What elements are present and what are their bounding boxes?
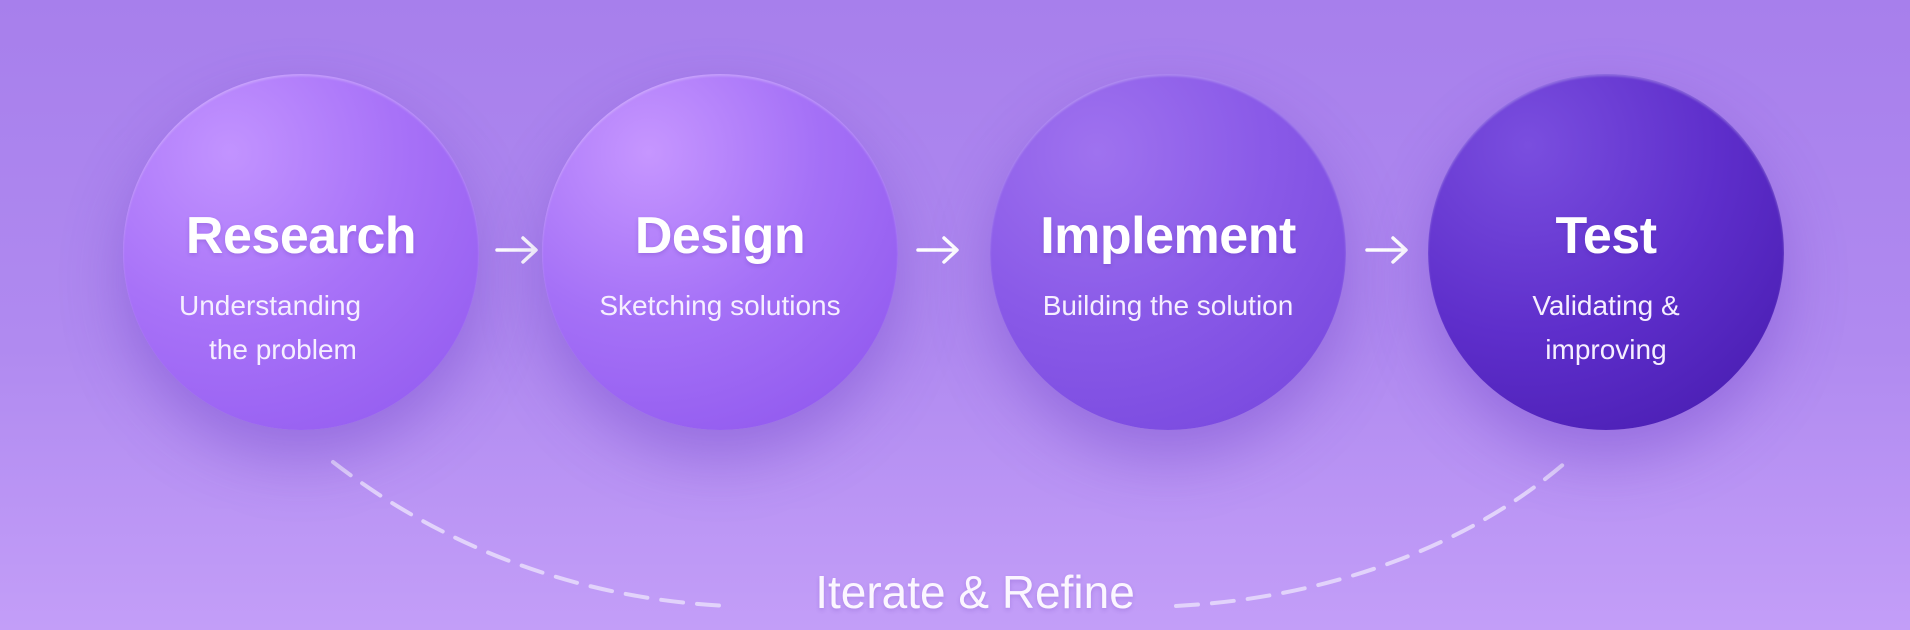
- step-subtitle: Validating & improving: [1532, 290, 1680, 365]
- step-implement: Implement Building the solution: [990, 74, 1346, 430]
- step-title: Implement: [1040, 207, 1296, 265]
- arrow-right-icon: [916, 236, 959, 264]
- step-title: Design: [634, 207, 806, 265]
- step-subtitle: Understanding the problem: [179, 284, 459, 372]
- step-subtitle: Building the solution: [1042, 290, 1294, 321]
- arrow-right-icon: [495, 236, 538, 264]
- arrow-right-icon: [1365, 236, 1408, 264]
- step-title: Test: [1555, 207, 1657, 265]
- step-research: Research Understanding the problem: [123, 74, 479, 430]
- step-subtitle-line2: the problem: [209, 334, 357, 365]
- iterate-refine-label: Iterate & Refine: [815, 566, 1135, 618]
- step-test: Test Validating & improving: [1428, 74, 1784, 430]
- step-design: Design Sketching solutions: [542, 74, 898, 430]
- step-subtitle-line1: Understanding: [179, 290, 362, 321]
- step-title: Research: [185, 207, 417, 265]
- step-subtitle: Sketching solutions: [599, 290, 841, 321]
